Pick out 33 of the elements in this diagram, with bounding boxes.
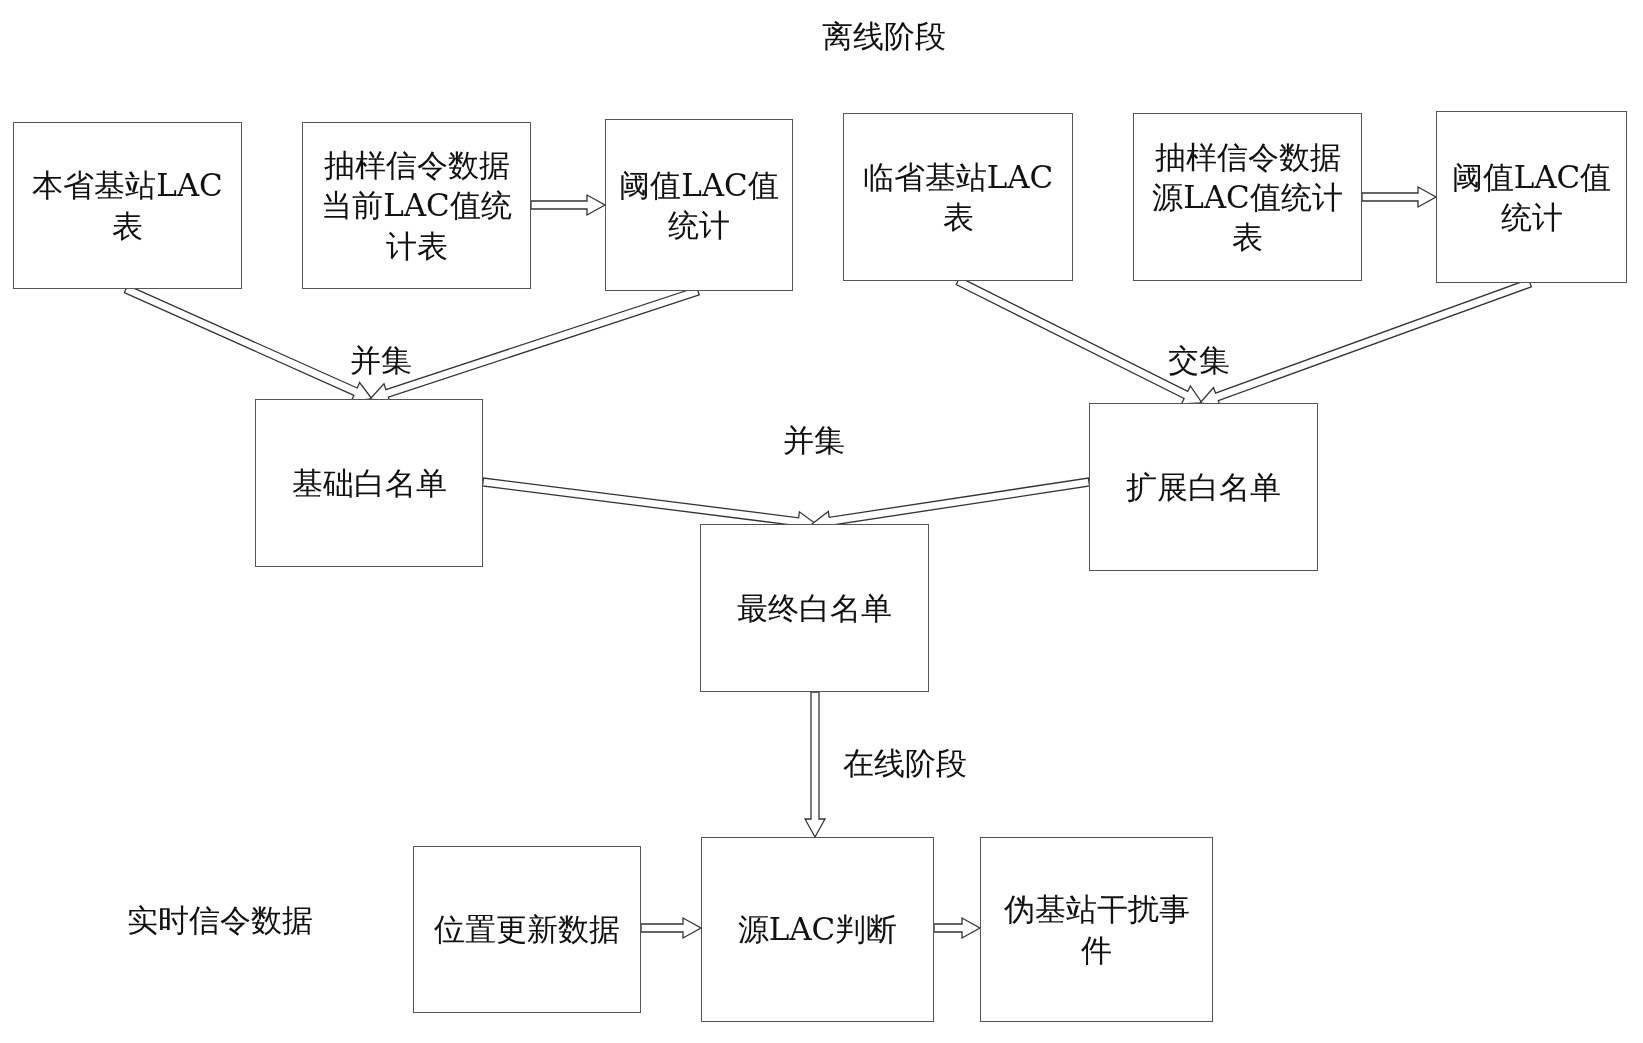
box-text: 本省基站LAC表 (31, 166, 224, 246)
process-box (980, 837, 1213, 1022)
process-box (1436, 111, 1627, 283)
box-text: 位置更新数据 (434, 910, 620, 950)
process-box (13, 122, 242, 289)
box-text: 最终白名单 (737, 588, 892, 628)
process-box (700, 524, 929, 692)
box-text: 基础白名单 (291, 463, 447, 503)
box-text: 临省基站LAC表 (861, 157, 1055, 237)
box-text: 伪基站干扰事件 (1002, 890, 1191, 970)
annotation-text: 并集 (350, 341, 412, 380)
box-text: 阈值LAC值统计 (1450, 157, 1613, 237)
box-text: 源LAC判断 (737, 910, 898, 950)
hollow-arrow (933, 916, 982, 940)
process-box (302, 122, 531, 289)
process-box (255, 399, 483, 567)
hollow-arrow (1361, 185, 1438, 209)
process-box (605, 119, 793, 291)
hollow-arrow (803, 691, 827, 839)
process-box (413, 846, 641, 1013)
process-box (1133, 113, 1362, 281)
annotation-text: 实时信令数据 (127, 901, 313, 940)
box-text: 抽样信令数据当前LAC值统计表 (320, 146, 513, 266)
annotation-text: 并集 (783, 421, 845, 460)
process-box (843, 113, 1073, 281)
annotation-text: 交集 (1168, 341, 1230, 380)
box-text: 抽样信令数据源LAC值统计表 (1151, 137, 1344, 258)
hollow-arrow (530, 193, 607, 217)
process-box (701, 837, 934, 1022)
hollow-arrow (640, 916, 703, 940)
process-box (1089, 403, 1318, 571)
box-text: 阈值LAC值统计 (618, 165, 780, 245)
box-text: 扩展白名单 (1126, 467, 1281, 507)
